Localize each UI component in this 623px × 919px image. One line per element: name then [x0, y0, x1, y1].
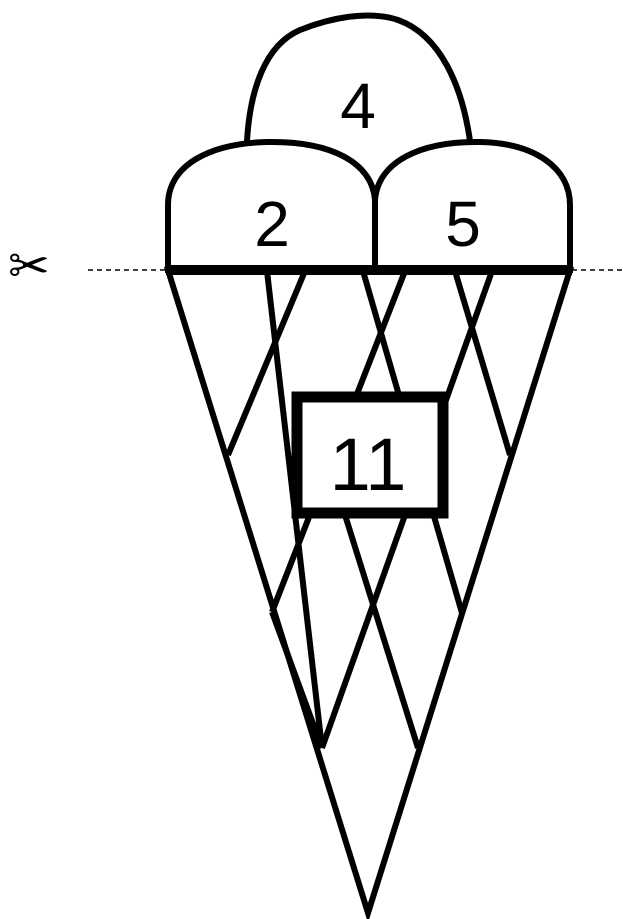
scissors-icon: ✂	[8, 237, 50, 295]
scoop-right	[372, 138, 573, 273]
scoop-right-number: 5	[445, 188, 481, 260]
scoop-top-number: 4	[340, 70, 376, 142]
scoop-left-number: 2	[254, 188, 290, 260]
center-box-number: 11	[330, 423, 407, 506]
center-box	[291, 391, 449, 519]
scoop-left	[165, 138, 378, 273]
scoop-top	[244, 12, 473, 142]
